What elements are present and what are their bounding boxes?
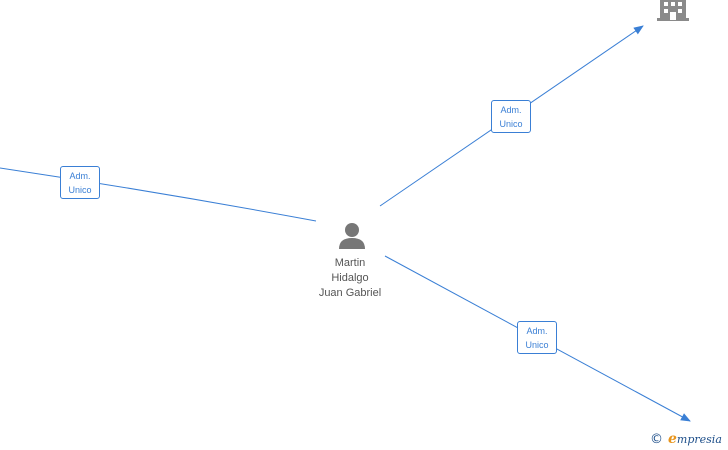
edge-label-left[interactable]: Adm. Unico bbox=[60, 166, 100, 199]
edge-label-bottom-right[interactable]: Adm. Unico bbox=[517, 321, 557, 354]
person-name[interactable]: Martin Hidalgo Juan Gabriel bbox=[300, 256, 400, 301]
person-name-line: Hidalgo bbox=[331, 272, 369, 284]
edge-label-line2: Unico bbox=[525, 340, 549, 350]
copyright-icon: © bbox=[650, 431, 663, 447]
edge-label-line1: Adm. bbox=[526, 326, 548, 336]
brand-logo-text: mpresia bbox=[676, 432, 722, 446]
edge-label-line1: Adm. bbox=[500, 105, 522, 115]
watermark: © e mpresia bbox=[650, 430, 722, 448]
edge-label-line1: Adm. bbox=[69, 171, 91, 181]
building-icon[interactable] bbox=[657, 0, 689, 21]
edge-left bbox=[0, 167, 317, 222]
edge-label-line2: Unico bbox=[68, 185, 92, 195]
edge-label-top-right[interactable]: Adm. Unico bbox=[491, 100, 531, 133]
person-name-line: Martin bbox=[334, 257, 366, 269]
edge-label-line2: Unico bbox=[499, 119, 523, 129]
person-icon[interactable] bbox=[339, 223, 365, 249]
brand-logo-initial: e bbox=[668, 431, 677, 447]
person-name-line: Juan Gabriel bbox=[318, 287, 382, 299]
